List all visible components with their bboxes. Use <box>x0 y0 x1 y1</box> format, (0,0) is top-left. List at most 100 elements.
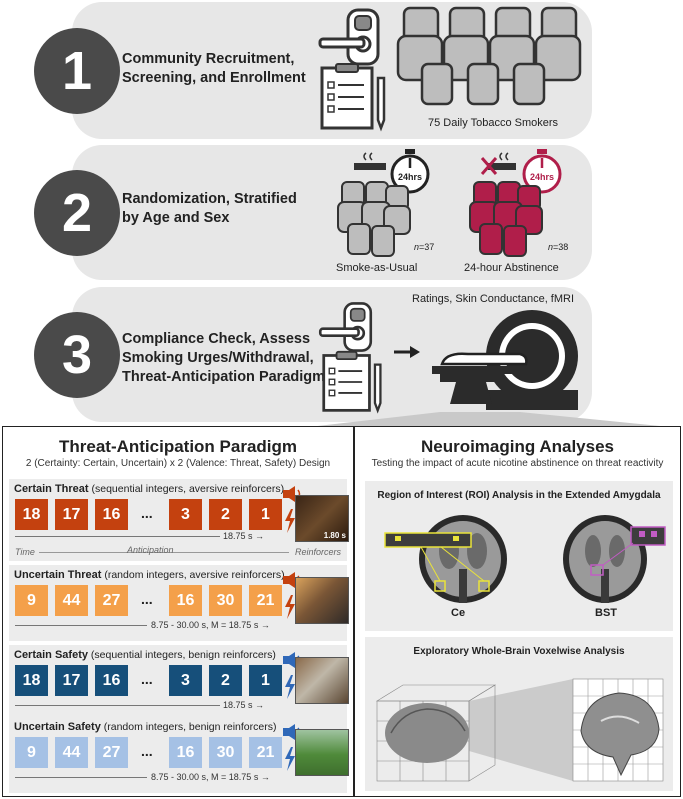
photo-duration: 1.80 s <box>323 531 346 540</box>
integer-square: 30 <box>209 585 242 616</box>
step-3-number: 3 <box>34 312 120 398</box>
integer-square: 1 <box>249 665 282 696</box>
condition-label: Certain Threat (sequential integers, ave… <box>14 483 285 495</box>
integer-square: 17 <box>55 499 88 530</box>
group-b-label: 24-hour Abstinence <box>464 262 559 274</box>
abstinence-timer-icon <box>522 149 562 194</box>
voxelwise-box: Exploratory Whole-Brain Voxelwise Analys… <box>365 637 673 791</box>
roi-box: Region of Interest (ROI) Analysis in the… <box>365 481 673 631</box>
integer-square: 3 <box>169 665 202 696</box>
shock-icon <box>285 509 295 533</box>
step-1-caption: 75 Daily Tobacco Smokers <box>428 117 559 129</box>
neuro-subtitle: Testing the impact of acute nicotine abs… <box>371 458 664 469</box>
timeline <box>15 536 220 537</box>
reinforcers-label: Reinforcers <box>295 547 342 557</box>
arrow-right-icon <box>394 346 420 358</box>
shock-icon <box>285 747 295 771</box>
integer-square: 16 <box>95 499 128 530</box>
duration-label: 18.75 s → <box>223 531 265 541</box>
condition-label: Uncertain Threat (random integers, avers… <box>14 569 285 581</box>
integer-square: 18 <box>15 665 48 696</box>
duration-label: 8.75 - 30.00 s, M = 18.75 s → <box>151 620 270 630</box>
duration-label: 8.75 - 30.00 s, M = 18.75 s → <box>151 772 270 782</box>
smoke-as-usual-group-icon <box>337 181 411 257</box>
integer-square: 16 <box>95 665 128 696</box>
ellipsis: ... <box>141 505 153 521</box>
timer-label: 24hrs <box>398 172 423 182</box>
aversive-image <box>295 577 349 624</box>
integer-square: 9 <box>15 737 48 768</box>
smokers-crowd-icon <box>396 6 582 106</box>
group-a-label: Smoke-as-Usual <box>336 262 418 274</box>
integer-square: 44 <box>55 737 88 768</box>
integer-square: 9 <box>15 585 48 616</box>
integer-square: 21 <box>249 737 282 768</box>
timeline <box>15 705 220 706</box>
coronal-brain-ce <box>384 515 507 603</box>
abstinence-group-icon <box>469 181 543 257</box>
condition-uncertain-threat: Uncertain Threat (random integers, avers… <box>9 565 349 641</box>
time-axis <box>39 552 289 553</box>
condition-label: Uncertain Safety (random integers, benig… <box>14 721 277 733</box>
group-a-n: n=37 <box>414 242 435 252</box>
bst-label: BST <box>595 607 617 619</box>
aversive-image: 1.80 s <box>295 495 349 542</box>
anticipation-label: Anticipation <box>127 545 174 555</box>
condition-certain-threat: Certain Threat (sequential integers, ave… <box>9 479 349 561</box>
time-label: Time <box>15 547 35 557</box>
connector-lines <box>300 412 680 428</box>
integer-square: 21 <box>249 585 282 616</box>
integer-square: 30 <box>209 737 242 768</box>
cigarette-icon <box>354 152 386 170</box>
integer-square: 44 <box>55 585 88 616</box>
shock-icon <box>285 595 295 619</box>
timer-icon <box>390 149 430 194</box>
timeline <box>15 777 147 778</box>
paradigm-title: Threat-Anticipation Paradigm <box>58 437 298 456</box>
abstinence-timer-label: 24hrs <box>530 172 555 182</box>
step-2-number: 2 <box>34 170 120 256</box>
roi-title: Region of Interest (ROI) Analysis in the… <box>377 490 661 501</box>
duration-label: 18.75 s → <box>223 700 265 710</box>
no-smoking-icon <box>480 152 516 175</box>
integer-square: 2 <box>209 499 242 530</box>
mri-scanner-icon <box>432 310 578 410</box>
integer-square: 16 <box>169 737 202 768</box>
integer-square: 1 <box>249 499 282 530</box>
integer-square: 27 <box>95 585 128 616</box>
condition-label: Certain Safety (sequential integers, ben… <box>14 649 276 661</box>
condition-certain-safety: Certain Safety (sequential integers, ben… <box>9 645 349 721</box>
group-b-n: n=38 <box>548 242 569 252</box>
neuroimaging-panel: Neuroimaging Analyses Testing the impact… <box>354 426 681 797</box>
integer-square: 27 <box>95 737 128 768</box>
voxel-grid-brain <box>375 678 664 782</box>
timeline <box>15 625 147 626</box>
integer-square: 2 <box>209 665 242 696</box>
neuro-title: Neuroimaging Analyses <box>420 437 615 456</box>
ellipsis: ... <box>141 591 153 607</box>
door-lock-icon <box>318 8 380 66</box>
step-1-title: Community Recruitment,Screening, and Enr… <box>122 51 306 86</box>
benign-image <box>295 729 349 776</box>
clipboard-icon <box>320 63 386 132</box>
integer-square: 16 <box>169 585 202 616</box>
ce-label: Ce <box>451 607 466 619</box>
step-1-number: 1 <box>34 28 120 114</box>
coronal-brain-bst <box>563 515 666 603</box>
shock-icon <box>285 675 295 699</box>
benign-image <box>295 657 349 704</box>
ellipsis: ... <box>141 671 153 687</box>
ellipsis: ... <box>141 743 153 759</box>
paradigm-panel: Threat-Anticipation Paradigm 2 (Certaint… <box>2 426 354 797</box>
clipboard-icon-2 <box>322 350 382 414</box>
paradigm-subtitle: 2 (Certainty: Certain, Uncertain) x 2 (V… <box>25 458 331 469</box>
integer-square: 17 <box>55 665 88 696</box>
voxelwise-title: Exploratory Whole-Brain Voxelwise Analys… <box>413 646 625 657</box>
door-lock-icon-2 <box>318 302 373 352</box>
integer-square: 3 <box>169 499 202 530</box>
step-3-caption: Ratings, Skin Conductance, fMRI <box>412 293 575 305</box>
condition-uncertain-safety: Uncertain Safety (random integers, benig… <box>9 717 349 793</box>
integer-square: 18 <box>15 499 48 530</box>
